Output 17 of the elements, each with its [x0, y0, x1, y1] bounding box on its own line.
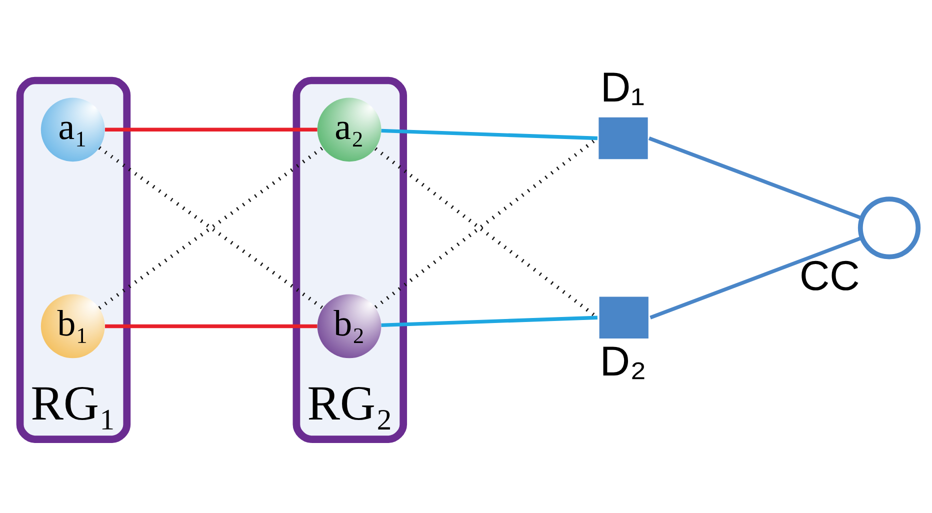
- node-label: D₁: [600, 64, 645, 111]
- node-circle: b₁: [40, 294, 105, 358]
- connector: [104, 324, 318, 328]
- node-label: CC: [800, 252, 860, 300]
- node-box: [598, 117, 648, 160]
- node-label: D₂: [600, 338, 646, 385]
- connector: [650, 236, 862, 320]
- connector: [381, 316, 598, 327]
- node-circle: a₁: [40, 98, 105, 162]
- node-box: [599, 296, 648, 338]
- node-circle: b₂: [317, 294, 382, 358]
- node-circle: [858, 196, 921, 260]
- connector: [98, 146, 324, 310]
- connector: [381, 128, 598, 140]
- connector: [648, 136, 863, 220]
- connector: [104, 128, 318, 132]
- node-circle: a₂: [317, 98, 382, 162]
